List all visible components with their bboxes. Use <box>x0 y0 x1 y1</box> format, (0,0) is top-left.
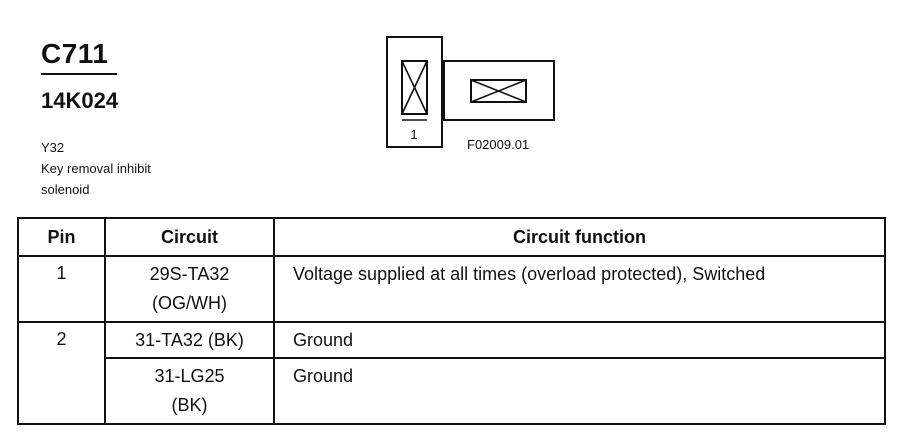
pin-1-cavity <box>401 60 428 115</box>
pin-cell: 2 <box>17 321 106 425</box>
table-row: 31-LG25 (BK) Ground <box>18 357 886 425</box>
location-code: Y32 <box>41 140 65 155</box>
pinout-table: Pin Circuit Circuit function 1 29S-TA32 … <box>17 217 886 425</box>
circuit-line: (BK) <box>171 395 208 415</box>
connector-face-diagram: 1 <box>386 36 555 148</box>
description-line-2: solenoid <box>41 182 90 197</box>
circuit-line: 31-TA32 (BK) <box>135 330 244 350</box>
header-circuit: Circuit <box>104 217 275 257</box>
circuit-line: (OG/WH) <box>152 293 227 313</box>
figure-id: F02009.01 <box>467 137 530 152</box>
connector-code: C711 <box>41 38 109 69</box>
function-cell: Ground <box>273 321 886 359</box>
table-row: 1 29S-TA32 (OG/WH) Voltage supplied at a… <box>17 255 886 323</box>
table-header-row: Pin Circuit Circuit function <box>17 217 886 257</box>
circuit-cell: 29S-TA32 (OG/WH) <box>104 255 275 323</box>
circuit-cell: 31-TA32 (BK) <box>104 321 275 359</box>
latch-cavity <box>470 79 527 103</box>
pin-1-label: 1 <box>410 127 417 142</box>
header-pin: Pin <box>17 217 106 257</box>
circuit-line: 31-LG25 <box>154 366 225 386</box>
connector-housing <box>386 36 443 148</box>
description-line-1: Key removal inhibit <box>41 161 151 176</box>
pin-cell: 1 <box>17 255 106 323</box>
circuit-line: 29S-TA32 <box>149 264 230 284</box>
header-circuit-function: Circuit function <box>273 217 886 257</box>
part-number: 14K024 <box>41 88 119 113</box>
function-cell: Ground <box>273 357 886 425</box>
connector-latch <box>443 60 555 121</box>
connector-description: Y32 Key removal inhibit solenoid <box>41 137 151 200</box>
circuit-cell: 31-LG25 (BK) <box>104 357 275 425</box>
function-cell: Voltage supplied at all times (overload … <box>273 255 886 323</box>
table-row: 2 31-TA32 (BK) Ground <box>17 321 886 425</box>
connector-code-underline <box>41 73 117 75</box>
